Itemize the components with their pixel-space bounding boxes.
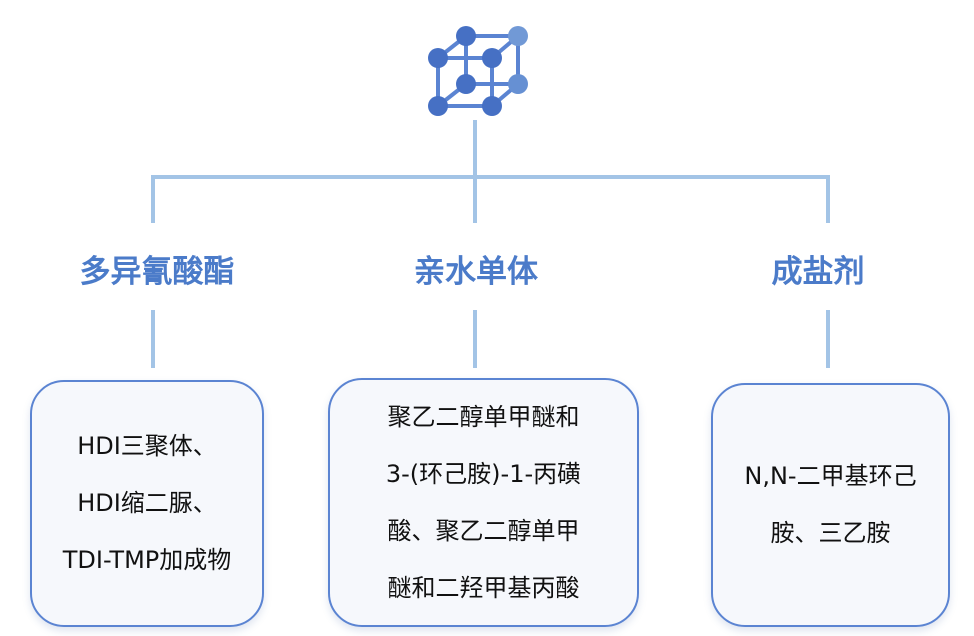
branch-title-polyisocyanate: 多异氰酸酯	[79, 254, 235, 290]
box-line: 醚和二羟甲基丙酸	[387, 573, 580, 602]
polyisocyanate-box: HDI三聚体、 HDI缩二脲、 TDI-TMP加成物	[30, 380, 264, 627]
box-line: HDI缩二脲、	[77, 489, 217, 517]
connector-line	[473, 175, 477, 223]
connector-line	[151, 175, 155, 223]
connector-line	[151, 310, 155, 368]
box-line: TDI-TMP加成物	[62, 546, 232, 574]
hydrophilic-monomer-box: 聚乙二醇单甲醚和 3-(环己胺)-1-丙磺 酸、聚乙二醇单甲 醚和二羟甲基丙酸	[328, 378, 639, 627]
branch-title-hydrophilic-monomer: 亲水单体	[414, 254, 538, 290]
branch-title-salt-former: 成盐剂	[771, 254, 865, 290]
salt-former-box: N,N-二甲基环己 胺、三乙胺	[711, 383, 950, 627]
connector-line	[473, 310, 477, 368]
box-line: HDI三聚体、	[77, 432, 217, 460]
box-line: 3-(环己胺)-1-丙磺	[385, 459, 582, 488]
connector-line	[473, 120, 477, 178]
connector-line	[826, 310, 830, 368]
box-line: 聚乙二醇单甲醚和	[387, 402, 580, 431]
box-line: 胺、三乙胺	[770, 519, 891, 547]
box-line: N,N-二甲基环己	[744, 462, 917, 490]
connector-line	[151, 175, 830, 179]
connector-line	[826, 175, 830, 223]
molecule-cube-icon	[428, 26, 528, 116]
box-line: 酸、聚乙二醇单甲	[387, 516, 580, 545]
